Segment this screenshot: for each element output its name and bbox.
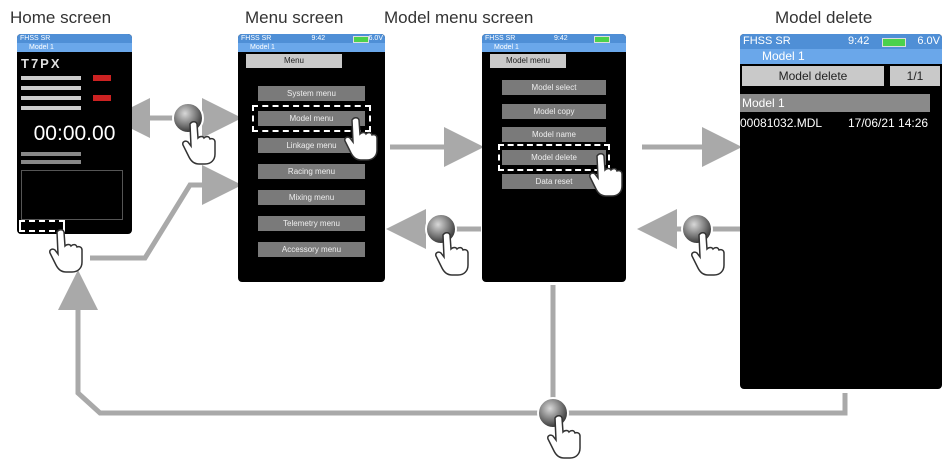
status-time: 9:42 — [311, 35, 326, 42]
info-bar-2 — [21, 160, 81, 164]
trim-indicator-2 — [93, 95, 111, 101]
model-menu-screen-title: Model menu screen — [384, 8, 534, 27]
menu-header: Menu — [246, 54, 342, 68]
trim-bar-1 — [21, 76, 81, 80]
trim-bar-4 — [21, 106, 81, 110]
status-time: 9:42 — [848, 35, 870, 47]
menu-item-linkage[interactable]: Linkage menu — [258, 138, 365, 153]
model-menu-item-delete[interactable]: Model delete — [502, 150, 606, 165]
trim-indicator-1 — [93, 75, 111, 81]
status-system: FHSS SR — [20, 35, 51, 42]
tap-icon-home-menu — [172, 102, 216, 165]
info-bar-1 — [21, 152, 81, 156]
menu-item-accessory[interactable]: Accessory menu — [258, 242, 365, 257]
model-delete-model-bar: Model 1 — [740, 49, 942, 64]
trim-bar-3 — [21, 96, 81, 100]
battery-icon — [882, 38, 906, 47]
status-system: FHSS SR — [241, 35, 272, 42]
model-menu-model-bar: Model 1 — [482, 43, 626, 52]
model-menu-item-select[interactable]: Model select — [502, 80, 606, 95]
status-time: 9:42 — [554, 35, 568, 42]
battery-icon — [353, 36, 369, 43]
tap-icon-model-menu-back — [425, 213, 469, 276]
hand-pointer-home-menu — [49, 229, 83, 273]
menu-selection-highlight — [252, 105, 371, 132]
home-function-list — [21, 170, 123, 220]
home-model-bar: Model 1 — [17, 43, 132, 52]
menu-item-system[interactable]: System menu — [258, 86, 365, 101]
model-delete-title: Model delete — [775, 8, 873, 27]
hand-pointer-model-delete — [589, 153, 623, 197]
model-delete-header: Model delete — [742, 66, 884, 86]
model-menu-header: Model menu — [490, 54, 566, 68]
menu-item-telemetry[interactable]: Telemetry menu — [258, 216, 365, 231]
home-status-bar: FHSS SR — [17, 34, 132, 43]
menu-model-bar: Model 1 — [238, 43, 385, 52]
home-menu-button-highlight[interactable] — [19, 220, 65, 232]
arrow-return-home — [58, 270, 848, 416]
menu-item-racing[interactable]: Racing menu — [258, 164, 365, 179]
arrow-home-to-menu — [90, 165, 242, 261]
model-entry-row[interactable]: Model 1 — [740, 94, 930, 112]
model-delete-screen: FHSS SR 9:42 6.0V Model 1 Model delete 1… — [740, 34, 942, 389]
model-menu-status-bar: FHSS SR 9:42 — [482, 34, 626, 43]
menu-status-bar: FHSS SR 9:42 6.0V — [238, 34, 385, 43]
model-menu-item-copy[interactable]: Model copy — [502, 104, 606, 119]
model-menu-item-reset[interactable]: Data reset — [502, 174, 606, 189]
home-screen: FHSS SR Model 1 T7PX 00:00.00 — [17, 34, 132, 234]
home-brand: T7PX — [21, 56, 62, 71]
home-timer: 00:00.00 — [33, 122, 116, 145]
menu-item-model[interactable]: Model menu — [258, 111, 365, 126]
status-voltage: 6.0V — [368, 35, 383, 42]
menu-item-mixing[interactable]: Mixing menu — [258, 190, 365, 205]
status-system: FHSS SR — [743, 35, 791, 47]
model-menu-selection-highlight — [498, 144, 610, 171]
model-file-name: 00081032.MDL — [740, 116, 823, 130]
home-screen-title: Home screen — [10, 8, 112, 27]
model-delete-status-bar: FHSS SR 9:42 6.0V — [740, 34, 942, 49]
tap-icon-return-home — [537, 397, 581, 459]
model-menu-item-name[interactable]: Model name — [502, 127, 606, 142]
menu-screen-title: Menu screen — [245, 8, 344, 27]
model-file-date: 17/06/21 14:26 — [848, 116, 929, 130]
status-voltage: 6.0V — [917, 35, 940, 47]
battery-icon — [594, 36, 610, 43]
trim-bar-2 — [21, 86, 81, 90]
tap-icon-model-delete-back — [681, 213, 725, 276]
status-system: FHSS SR — [485, 35, 516, 42]
page-indicator: 1/1 — [890, 66, 940, 86]
hand-pointer-model-menu — [344, 117, 378, 161]
